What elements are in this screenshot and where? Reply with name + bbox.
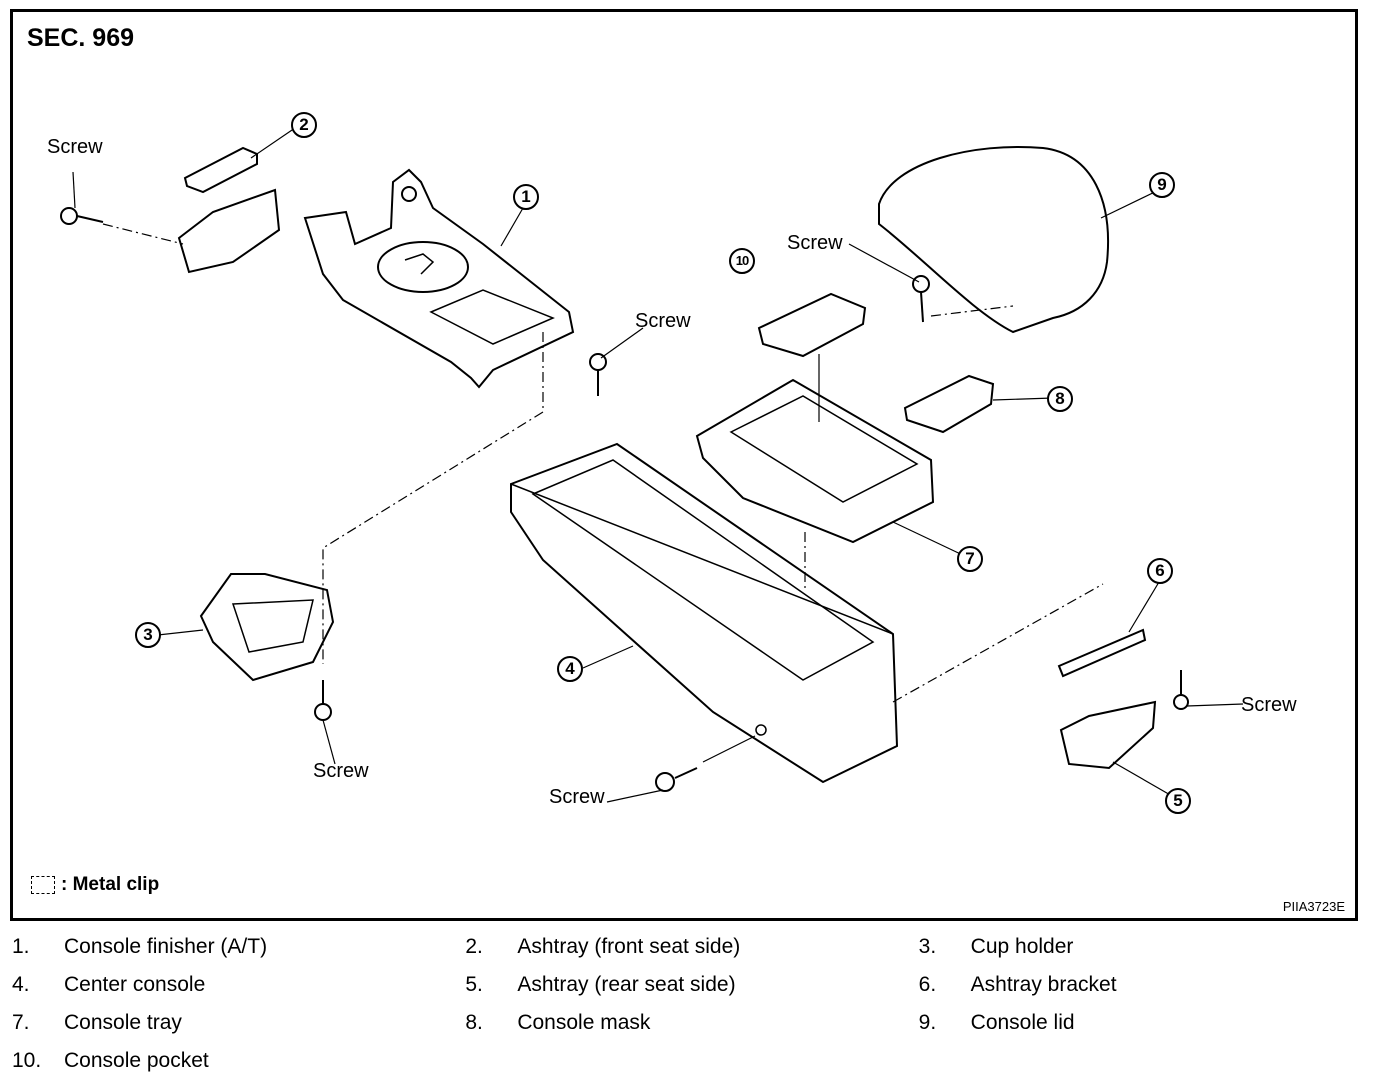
callout-4: 4 xyxy=(557,656,583,682)
legend-number: 7. xyxy=(12,1011,30,1034)
legend-number: 1. xyxy=(12,935,30,958)
screw-label: Screw xyxy=(549,786,605,808)
screw-label: Screw xyxy=(635,310,691,332)
parts-legend: 1. Console finisher (A/T) 2. Ashtray (fron… xyxy=(12,928,1372,1080)
callout-1: 1 xyxy=(513,184,539,210)
legend-row: 1. Console finisher (A/T) 2. Ashtray (fron… xyxy=(12,928,1372,966)
legend-text: Center console xyxy=(64,973,206,996)
legend-item: 9. Console lid xyxy=(919,1011,1372,1035)
legend-text: Cup holder xyxy=(970,935,1074,958)
leader-lines xyxy=(72,127,1244,803)
callout-6: 6 xyxy=(1147,558,1173,584)
console-finisher-part xyxy=(303,168,575,389)
legend-row: 7. Console tray 8. Console mask 9. Console … xyxy=(12,1004,1372,1042)
callout-2: 2 xyxy=(291,112,317,138)
legend-number: 3. xyxy=(918,935,937,958)
legend-number: 4. xyxy=(12,973,30,996)
metal-clip-legend-text: : Metal clip xyxy=(61,874,160,895)
legend-number: 8. xyxy=(465,1011,483,1034)
legend-text: Ashtray (front seat side) xyxy=(517,935,741,958)
ashtray-rear-part xyxy=(1059,700,1157,770)
legend-number: 6. xyxy=(918,973,937,996)
legend-number: 2. xyxy=(465,935,483,958)
legend-item: 3. Cup holder xyxy=(919,935,1372,959)
legend-item: 5. Ashtray (rear seat side) xyxy=(465,973,918,997)
ashtray-front-part xyxy=(177,146,281,274)
legend-item: 8. Console mask xyxy=(465,1011,918,1035)
callout-10: 10 xyxy=(729,248,755,274)
parts-diagram: SEC. 969 Screw Screw Screw Screw Screw S… xyxy=(10,9,1358,921)
console-lid-part xyxy=(878,145,1109,334)
legend-row: 10. Console pocket xyxy=(12,1042,1372,1080)
ashtray-bracket-part xyxy=(1057,628,1147,678)
legend-number: 10. xyxy=(12,1049,42,1072)
legend-text: Console pocket xyxy=(64,1049,209,1072)
cup-holder-part xyxy=(199,573,335,682)
legend-item: 1. Console finisher (A/T) xyxy=(12,935,465,959)
legend-number: 5. xyxy=(465,973,483,996)
metal-clip-legend: : Metal clip xyxy=(31,874,159,896)
callout-5: 5 xyxy=(1165,788,1191,814)
center-console-part xyxy=(510,442,899,784)
legend-item: 6. Ashtray bracket xyxy=(919,973,1372,997)
exploded-view-drawing xyxy=(60,127,1244,803)
legend-number: 9. xyxy=(918,1011,937,1034)
screw-label: Screw xyxy=(787,232,843,254)
legend-text: Console finisher (A/T) xyxy=(64,935,268,958)
callout-3: 3 xyxy=(135,622,161,648)
console-pocket-part xyxy=(757,292,867,358)
section-title: SEC. 969 xyxy=(27,24,135,52)
metal-clip-symbol-icon xyxy=(31,876,55,894)
screw-label: Screw xyxy=(1241,694,1297,716)
legend-text: Ashtray (rear seat side) xyxy=(517,973,736,996)
callout-8: 8 xyxy=(1047,386,1073,412)
callout-7: 7 xyxy=(957,546,983,572)
legend-item: 10. Console pocket xyxy=(12,1049,467,1073)
figure-code: PIIA3723E xyxy=(1282,899,1345,914)
legend-row: 4. Center console 5. Ashtray (rear seat si… xyxy=(12,966,1372,1004)
callout-9: 9 xyxy=(1149,172,1175,198)
legend-text: Ashtray bracket xyxy=(970,973,1117,996)
console-mask-part xyxy=(903,374,995,434)
console-tray-part xyxy=(695,378,935,544)
legend-text: Console mask xyxy=(517,1011,651,1034)
legend-item: 4. Center console xyxy=(12,973,465,997)
screw-label: Screw xyxy=(313,760,369,782)
legend-item: 7. Console tray xyxy=(12,1011,465,1035)
legend-text: Console tray xyxy=(64,1011,182,1034)
screw-label: Screw xyxy=(47,136,103,158)
legend-item: 2. Ashtray (front seat side) xyxy=(465,935,918,959)
legend-text: Console lid xyxy=(970,1011,1075,1034)
